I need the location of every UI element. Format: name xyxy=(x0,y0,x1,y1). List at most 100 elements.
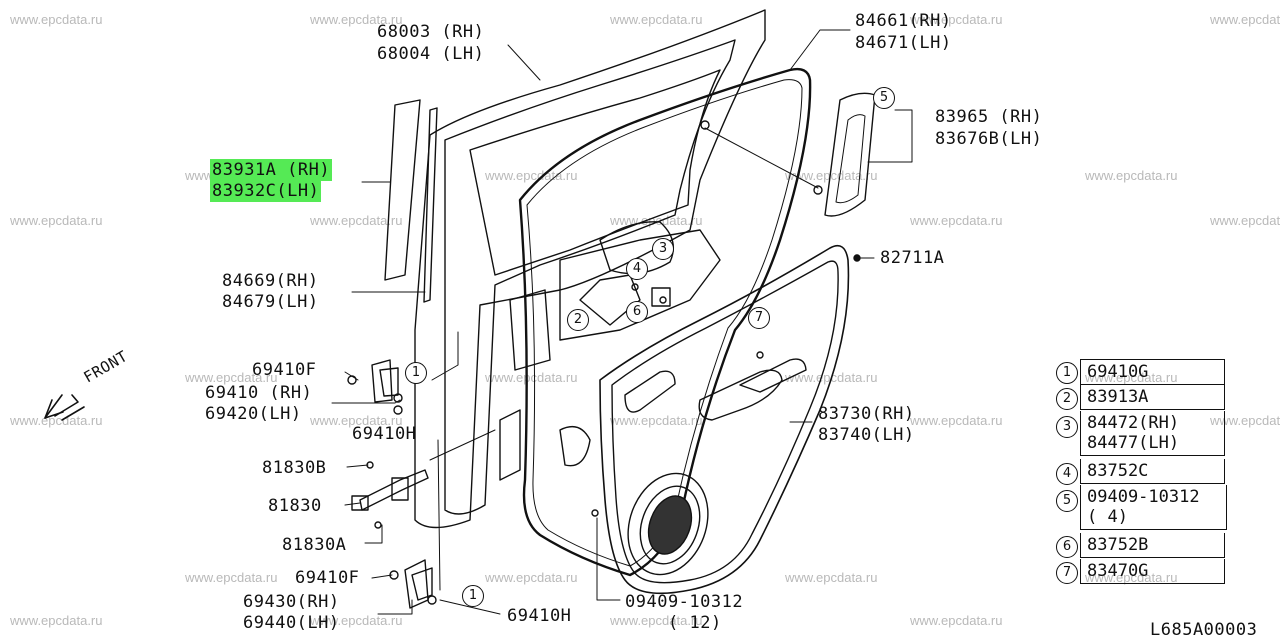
callout-2: 2 xyxy=(567,309,589,331)
part-label-81830b: 81830B xyxy=(262,458,327,478)
legend-row: 84472(RH)84477(LH) xyxy=(1080,411,1225,456)
legend-num: 4 xyxy=(1056,463,1078,485)
sash-trim xyxy=(824,92,876,217)
legend-num: 1 xyxy=(1056,362,1078,384)
weatherstrip xyxy=(518,67,812,577)
part-label-09409-qty: ( 12) xyxy=(668,613,722,633)
watermark: www.epcdata.ru xyxy=(10,413,103,428)
watermark: www.epcdata.ru xyxy=(910,12,1003,27)
watermark: www.epcdata.ru xyxy=(1085,570,1178,585)
watermark: www.epcdata.ru xyxy=(10,213,103,228)
highlight-83931a: 83931A (RH) xyxy=(210,159,333,181)
window-opening xyxy=(469,69,721,276)
part-label-68003: 68003 (RH) xyxy=(377,22,485,42)
legend-row: 09409-10312( 4) xyxy=(1080,485,1227,530)
part-label-84679: 84679(LH) xyxy=(222,292,319,312)
part-label-69410: 69410 (RH) xyxy=(205,383,313,403)
part-label-69420: 69420(LH) xyxy=(205,404,302,424)
legend-num: 6 xyxy=(1056,536,1078,558)
watermark: www.epcdata.ru xyxy=(310,413,403,428)
part-label-83931a[interactable]: 83931A (RH) xyxy=(210,159,333,181)
legend-part: 09409-10312 xyxy=(1087,487,1200,507)
part-label-84671: 84671(LH) xyxy=(855,33,952,53)
watermark: www.epcdata.ru xyxy=(485,370,578,385)
watermark: www.epcdata.ru xyxy=(910,213,1003,228)
part-label-81830: 81830 xyxy=(268,496,322,516)
part-label-09409: 09409-10312 xyxy=(625,592,744,612)
watermark: www.epcdata.ru xyxy=(310,213,403,228)
part-label-84669: 84669(RH) xyxy=(222,271,319,291)
legend-num: 7 xyxy=(1056,562,1078,584)
legend-num: 3 xyxy=(1056,416,1078,438)
legend-part: 69410G xyxy=(1087,362,1149,382)
callout-6: 6 xyxy=(626,301,648,323)
watermark: www.epcdata.ru xyxy=(610,413,703,428)
watermark: www.epcdata.ru xyxy=(1085,168,1178,183)
part-label-69410f-bot: 69410F xyxy=(295,568,360,588)
part-label-69440: 69440(LH) xyxy=(243,613,340,633)
callout-1: 1 xyxy=(462,585,484,607)
legend-part: 83752C xyxy=(1087,461,1149,481)
watermark: www.epcdata.ru xyxy=(185,370,278,385)
watermark: www.epcdata.ru xyxy=(1210,213,1280,228)
pillar-garnish xyxy=(384,99,421,281)
part-label-84661: 84661(RH) xyxy=(855,11,952,31)
legend-row: 69410G xyxy=(1080,359,1225,385)
callout-7: 7 xyxy=(748,307,770,329)
door-trim-panel xyxy=(599,244,850,595)
watermark: www.epcdata.ru xyxy=(910,413,1003,428)
highlight-83932c: 83932C(LH) xyxy=(210,180,322,202)
watermark: www.epcdata.ru xyxy=(1210,12,1280,27)
door-inner-frame xyxy=(444,39,736,515)
watermark: www.epcdata.ru xyxy=(785,570,878,585)
watermark: www.epcdata.ru xyxy=(10,613,103,628)
front-arrow xyxy=(44,394,85,421)
check-link xyxy=(359,469,429,511)
upper-hinge xyxy=(371,359,393,403)
watermark: www.epcdata.ru xyxy=(1210,413,1280,428)
lower-hinge xyxy=(404,559,429,609)
part-label-69430: 69430(RH) xyxy=(243,592,340,612)
speaker-grille xyxy=(639,485,701,565)
legend-part: 84472(RH) xyxy=(1087,413,1180,433)
legend-part: 84477(LH) xyxy=(1087,433,1180,453)
watermark: www.epcdata.ru xyxy=(185,570,278,585)
part-label-68004: 68004 (LH) xyxy=(377,44,485,64)
watermark: www.epcdata.ru xyxy=(910,613,1003,628)
legend-part: 83752B xyxy=(1087,535,1149,555)
legend-row: 83470G xyxy=(1080,559,1225,584)
legend-num: 5 xyxy=(1056,490,1078,512)
door-outer-panel xyxy=(414,9,766,529)
legend-row: 83752C xyxy=(1080,459,1225,484)
part-label-83730: 83730(RH) xyxy=(818,404,915,424)
watermark: www.epcdata.ru xyxy=(1085,370,1178,385)
callout-3: 3 xyxy=(652,238,674,260)
part-label-69410h-top: 69410H xyxy=(352,424,417,444)
diagram-code: L685A00003 xyxy=(1150,620,1258,640)
callout-5: 5 xyxy=(873,87,895,109)
legend-part: 83470G xyxy=(1087,561,1149,581)
watermark: www.epcdata.ru xyxy=(310,613,403,628)
part-label-69410f-top: 69410F xyxy=(252,360,317,380)
part-label-69410h-bot: 69410H xyxy=(507,606,572,626)
callout-4: 4 xyxy=(626,258,648,280)
watermark: www.epcdata.ru xyxy=(610,12,703,27)
part-label-83932c[interactable]: 83932C(LH) xyxy=(210,180,322,202)
legend-part: ( 4) xyxy=(1087,507,1128,527)
part-label-82711a: 82711A xyxy=(880,248,945,268)
legend-row: 83913A xyxy=(1080,385,1225,410)
part-label-83676b: 83676B(LH) xyxy=(935,129,1043,149)
part-label-81830a: 81830A xyxy=(282,535,347,555)
watermark: www.epcdata.ru xyxy=(610,613,703,628)
part-label-83965: 83965 (RH) xyxy=(935,107,1043,127)
legend-num: 2 xyxy=(1056,388,1078,410)
watermark: www.epcdata.ru xyxy=(485,168,578,183)
pillar-seal xyxy=(423,107,438,303)
watermark: www.epcdata.ru xyxy=(785,168,878,183)
watermark: www.epcdata.ru xyxy=(310,12,403,27)
part-label-83740: 83740(LH) xyxy=(818,425,915,445)
watermark: www.epcdata.ru xyxy=(10,12,103,27)
legend-part: 83913A xyxy=(1087,387,1149,407)
